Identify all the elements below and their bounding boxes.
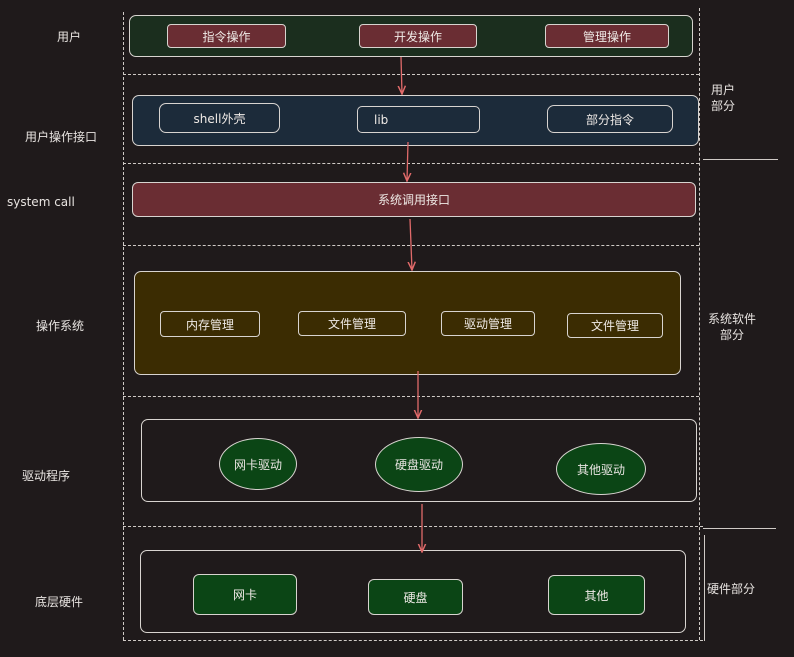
hardware-layer-box bbox=[140, 550, 686, 633]
separator-os bbox=[123, 396, 699, 397]
label-os: 操作系统 bbox=[36, 319, 85, 333]
label-user-part: 用户 部分 bbox=[710, 83, 735, 113]
memory-management: 内存管理 bbox=[160, 311, 260, 337]
separator-interface bbox=[123, 163, 699, 164]
command-operation: 指令操作 bbox=[167, 24, 286, 48]
label-driver: 驱动程序 bbox=[22, 469, 71, 483]
arrow-interface-to-syscall bbox=[407, 141, 408, 181]
nic: 网卡 bbox=[193, 574, 297, 615]
disk-driver: 硬盘驱动 bbox=[375, 437, 463, 492]
separator-driver bbox=[123, 526, 703, 527]
label-user-interface: 用户操作接口 bbox=[25, 130, 98, 144]
other-hardware: 其他 bbox=[548, 575, 645, 615]
arrow-user-to-interface bbox=[401, 56, 402, 94]
label-system-call: system call bbox=[7, 195, 75, 209]
label-hardware: 底层硬件 bbox=[35, 595, 84, 609]
left-dashed-border bbox=[123, 12, 124, 640]
os-layer-box bbox=[134, 271, 681, 375]
driver-management: 驱动管理 bbox=[441, 311, 535, 336]
partial-commands: 部分指令 bbox=[547, 105, 673, 133]
label-user: 用户 bbox=[57, 30, 82, 44]
nic-driver: 网卡驱动 bbox=[219, 438, 297, 490]
right-section-divider-2 bbox=[703, 528, 776, 529]
driver-layer-box bbox=[141, 419, 697, 502]
arrow-syscall-to-os bbox=[410, 218, 412, 270]
right-dashed-border bbox=[699, 8, 700, 640]
label-system-software-part: 系统软件 部分 bbox=[707, 312, 756, 342]
lib: lib bbox=[357, 106, 480, 133]
management-operation: 管理操作 bbox=[545, 24, 669, 48]
label-hardware-part: 硬件部分 bbox=[706, 582, 755, 596]
system-call-interface: 系统调用接口 bbox=[132, 182, 696, 217]
separator-user bbox=[123, 74, 699, 75]
development-operation: 开发操作 bbox=[359, 24, 477, 48]
separator-bottom bbox=[123, 640, 703, 641]
right-border-lower bbox=[704, 535, 706, 641]
other-driver: 其他驱动 bbox=[556, 443, 646, 495]
file-management-2: 文件管理 bbox=[567, 313, 663, 338]
hard-disk: 硬盘 bbox=[368, 579, 463, 615]
shell-shell: shell外壳 bbox=[159, 103, 280, 133]
right-section-divider-1 bbox=[703, 159, 778, 160]
file-management: 文件管理 bbox=[298, 311, 406, 336]
